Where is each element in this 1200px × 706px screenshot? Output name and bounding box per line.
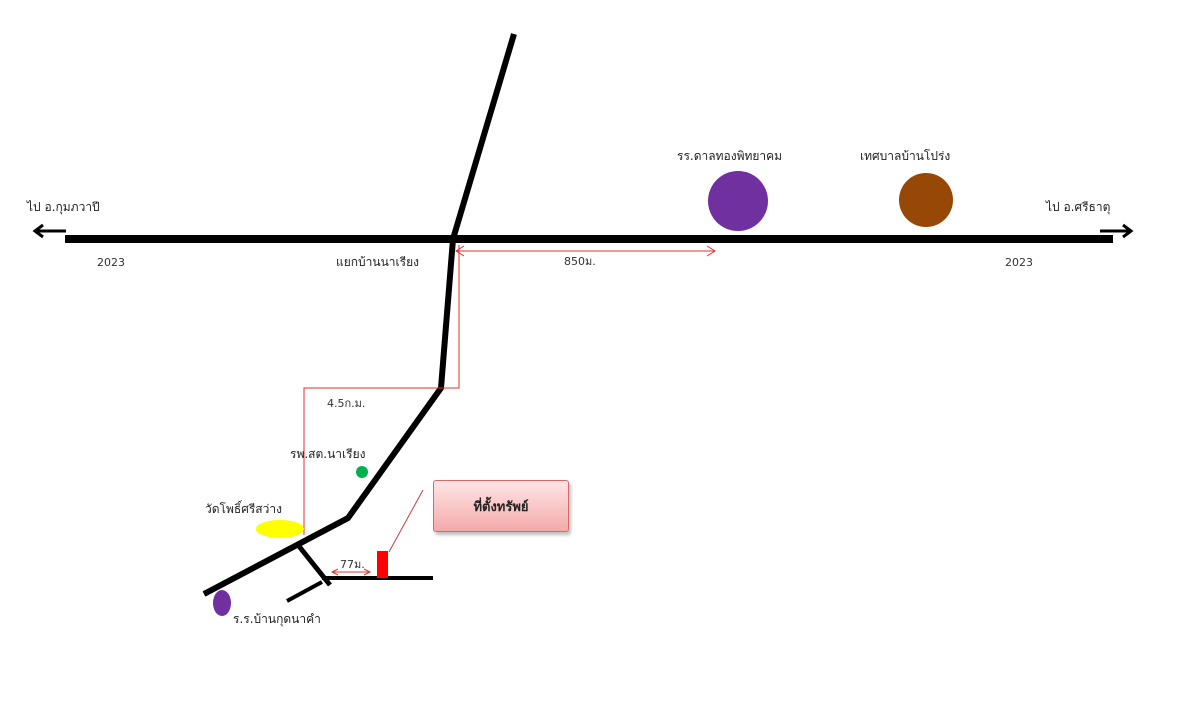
health-center-marker <box>356 466 368 478</box>
label-distance-site: 77ม. <box>340 558 365 571</box>
label-distance-branch: 4.5ก.ม. <box>327 397 366 410</box>
arrow-right-head <box>1122 223 1134 239</box>
label-road-left: 2023 <box>97 256 125 269</box>
property-callout: ที่ตั้งทรัพย์ <box>433 480 569 532</box>
property-marker <box>377 551 388 578</box>
measure-main-arrow-right <box>706 245 716 257</box>
label-to-kumphawapi: ไป อ.กุมภวาปี <box>27 200 100 214</box>
label-to-sithat: ไป อ.ศรีธาตุ <box>1046 200 1111 214</box>
school-bottom-marker <box>213 590 231 616</box>
road-north <box>450 33 517 240</box>
measure-branch-line <box>303 245 460 535</box>
callout-pointer <box>388 489 424 553</box>
road-branch-lower <box>286 580 323 603</box>
road-south <box>202 238 456 597</box>
municipality-marker <box>899 173 953 227</box>
measure-site-arrow-left <box>330 568 339 576</box>
label-health-center: รพ.สต.นาเรียง <box>290 447 366 461</box>
measure-site-arrow-right <box>363 568 372 576</box>
school-top-marker <box>708 171 768 231</box>
label-distance-main: 850ม. <box>564 255 596 268</box>
label-junction: แยกบ้านนาเรียง <box>336 255 419 269</box>
measure-main-arrow-left <box>455 245 465 257</box>
label-temple: วัดโพธิ์ศรีสว่าง <box>205 502 282 516</box>
label-school-top: รร.ดาลทองพิทยาคม <box>677 149 783 163</box>
temple-marker <box>256 520 304 538</box>
label-road-right: 2023 <box>1005 256 1033 269</box>
label-municipality: เทศบาลบ้านโปร่ง <box>860 149 951 163</box>
label-school-bottom: ร.ร.บ้านกุดนาคำ <box>233 612 321 626</box>
arrow-left-head <box>32 223 44 239</box>
